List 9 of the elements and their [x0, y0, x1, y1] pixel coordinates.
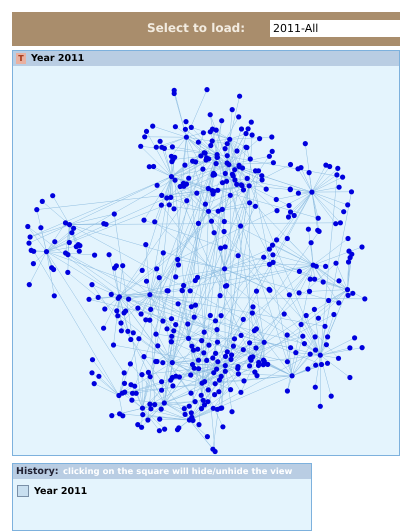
field-label: Select to load: [147, 21, 246, 35]
hint-text: clicking on the square will hide/unhide the view [63, 467, 292, 477]
history-panel [12, 463, 312, 531]
select-field: 2011-All [270, 20, 400, 37]
toggle-button: T [16, 53, 26, 64]
history-item: Year 2011 [34, 486, 88, 497]
panel-title: Year 2011 [31, 53, 84, 64]
graph-view-panel [12, 50, 400, 456]
panel-title: History: [16, 466, 59, 477]
